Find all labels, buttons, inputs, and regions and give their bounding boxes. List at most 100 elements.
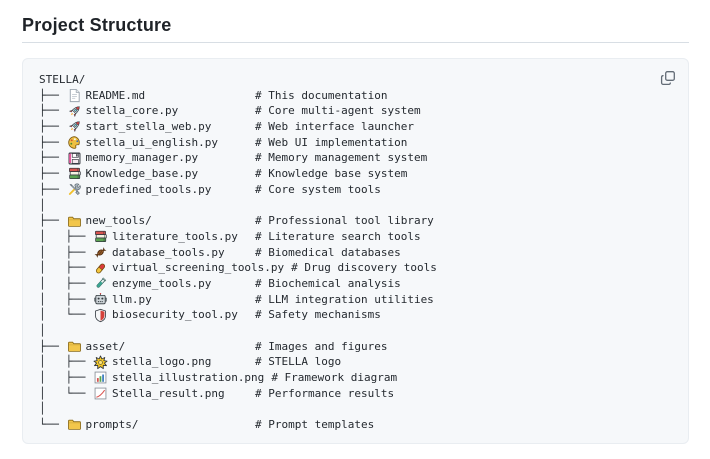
- tree-prefix: │ └──: [39, 308, 92, 322]
- copy-button[interactable]: [656, 66, 680, 90]
- tree-comment: # Knowledge base system: [255, 167, 408, 181]
- tree-comment: # Web interface launcher: [255, 120, 414, 134]
- page-icon: [67, 88, 82, 103]
- tree-prefix: │ ├──: [39, 245, 92, 259]
- file-name: stella_core.py: [85, 104, 179, 118]
- tree-prefix: │ ├──: [39, 261, 92, 275]
- tree-comment: # Core system tools: [255, 182, 381, 196]
- tree-row: │ └── Stella_result.png# Performance res…: [39, 386, 672, 402]
- tree-prefix: ├──: [39, 151, 66, 165]
- tree-row: │: [39, 323, 672, 339]
- tree-row-left: ├── Knowledge_base.py: [39, 166, 255, 182]
- tree-row: ├── start_stella_web.py# Web interface l…: [39, 119, 672, 135]
- tree-prefix: ├──: [39, 214, 66, 228]
- tree-row: ├── new_tools/# Professional tool librar…: [39, 213, 672, 229]
- tree-row: │ ├── virtual_screening_tools.py# Drug d…: [39, 260, 672, 276]
- tree-row: │ ├── database_tools.py# Biomedical data…: [39, 245, 672, 261]
- tree-row-left: │ ├── enzyme_tools.py: [39, 276, 255, 292]
- file-name: llm.py: [111, 292, 152, 306]
- tree-row-left: │: [39, 401, 255, 417]
- tree-prefix: ├──: [39, 182, 66, 196]
- tree-row: ├── stella_ui_english.py# Web UI impleme…: [39, 135, 672, 151]
- tree-prefix: │: [39, 198, 46, 212]
- tree-prefix: │: [39, 402, 46, 416]
- file-name: enzyme_tools.py: [111, 276, 212, 290]
- tree-comment: # STELLA logo: [255, 355, 342, 369]
- file-name: predefined_tools.py: [85, 182, 212, 196]
- file-name: literature_tools.py: [111, 229, 238, 243]
- page: Project Structure STELLA/├── README.md# …: [22, 16, 689, 444]
- tree-comment: # Safety mechanisms: [255, 308, 381, 322]
- tree-row: │ ├── llm.py# LLM integration utilities: [39, 292, 672, 308]
- file-name: new_tools/: [85, 214, 152, 228]
- file-name: virtual_screening_tools.py: [111, 261, 285, 275]
- tree-comment: # Memory management system: [255, 151, 428, 165]
- tree-comment: # Performance results: [255, 386, 395, 400]
- tree-row-left: │ ├── literature_tools.py: [39, 229, 255, 245]
- tree-row-left: ├── asset/: [39, 339, 255, 355]
- test-tube-icon: [93, 276, 108, 291]
- tree-row: ├── predefined_tools.py# Core system too…: [39, 182, 672, 198]
- tree-prefix: └──: [39, 418, 66, 432]
- tree-prefix: │ ├──: [39, 355, 92, 369]
- robot-icon: [93, 292, 108, 307]
- tree-row: │ ├── enzyme_tools.py# Biochemical analy…: [39, 276, 672, 292]
- rocket-icon: [67, 119, 82, 134]
- tree-row: ├── Knowledge_base.py# Knowledge base sy…: [39, 166, 672, 182]
- tree-row: STELLA/: [39, 72, 672, 88]
- tree-prefix: │ ├──: [39, 229, 92, 243]
- tree-prefix: ├──: [39, 120, 66, 134]
- tree-comment: # Framework diagram: [271, 371, 398, 385]
- tree-row-left: STELLA/: [39, 72, 255, 88]
- pill-icon: [93, 261, 108, 276]
- tree-comment: # Prompt templates: [255, 418, 375, 432]
- tree-row: ├── stella_core.py# Core multi-agent sys…: [39, 103, 672, 119]
- shield-icon: [93, 308, 108, 323]
- tree-row-left: ├── predefined_tools.py: [39, 182, 255, 198]
- tree-row-left: │ └── biosecurity_tool.py: [39, 307, 255, 323]
- copy-icon: [660, 70, 676, 86]
- tree-row-left: │ ├── stella_logo.png: [39, 354, 255, 370]
- tree-row: ├── memory_manager.py # Memory management…: [39, 150, 672, 166]
- code-block: STELLA/ ├── README.md# This documentation…: [22, 58, 689, 444]
- tree-prefix: ├──: [39, 339, 66, 353]
- file-name: asset/: [85, 339, 126, 353]
- tree-row-left: ├── new_tools/: [39, 213, 255, 229]
- file-name: prompts/: [85, 418, 139, 432]
- tree-prefix: STELLA/: [39, 73, 86, 86]
- tree-row: ├── asset/# Images and figures: [39, 339, 672, 355]
- file-name: README.md: [85, 88, 146, 102]
- tree-row: │ ├── literature_tools.py# Literature se…: [39, 229, 672, 245]
- floppy-disk-icon: [67, 151, 82, 166]
- tree-row: └── prompts/# Prompt templates: [39, 417, 672, 433]
- tree-comment: # Literature search tools: [255, 229, 421, 243]
- tree-prefix: ├──: [39, 167, 66, 181]
- tree-row-left: └── prompts/: [39, 417, 255, 433]
- tree-comment: # Biochemical analysis: [255, 276, 401, 290]
- tree-row: │ └── biosecurity_tool.py# Safety mechan…: [39, 307, 672, 323]
- tree-prefix: │ └──: [39, 386, 92, 400]
- tree-prefix: │ ├──: [39, 292, 92, 306]
- star-icon: [93, 355, 108, 370]
- books-icon: [93, 229, 108, 244]
- palette-icon: [67, 135, 82, 150]
- tree-row-left: ├── start_stella_web.py: [39, 119, 255, 135]
- tree-row: ├── README.md# This documentation: [39, 88, 672, 104]
- dna-icon: [93, 245, 108, 260]
- tree-row-left: │ └── Stella_result.png: [39, 386, 255, 402]
- tree-comment: # Core multi-agent system: [255, 104, 421, 118]
- tree-prefix: │ ├──: [39, 276, 92, 290]
- line-chart-icon: [93, 386, 108, 401]
- tree-prefix: │: [39, 324, 46, 337]
- file-name: Knowledge_base.py: [85, 167, 199, 181]
- tree-comment: # Professional tool library: [255, 214, 434, 228]
- tree-prefix: ├──: [39, 88, 66, 102]
- file-name: Stella_result.png: [111, 386, 225, 400]
- tree-row-left: │: [39, 198, 255, 214]
- tree-row-left: │ ├── database_tools.py: [39, 245, 255, 261]
- file-name: database_tools.py: [111, 245, 225, 259]
- project-tree: STELLA/ ├── README.md# This documentation…: [39, 72, 672, 433]
- tree-row-left: │ ├── virtual_screening_tools.py: [39, 260, 291, 276]
- file-name: memory_manager.py: [85, 151, 199, 165]
- file-name: stella_illustration.png: [111, 371, 265, 385]
